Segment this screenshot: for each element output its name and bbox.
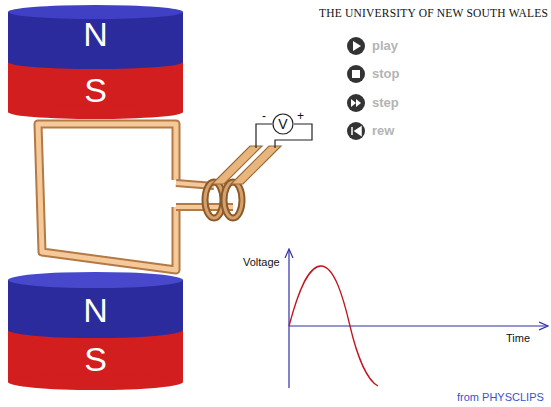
magnet-pole-band: S — [8, 66, 183, 114]
button-label: stop — [372, 67, 399, 80]
axis-label: Voltage — [243, 257, 280, 268]
magnet-pole-band: N — [8, 290, 183, 330]
terminal-sign: - — [262, 110, 266, 122]
axis-label: Time — [506, 333, 530, 344]
button-label: step — [372, 96, 399, 109]
magnet-pole-band: S — [8, 336, 183, 382]
pole-letter: S — [84, 342, 107, 376]
title-text: THE UNIVERSITY OF NEW SOUTH WALES — [319, 8, 548, 20]
meter-symbol: V — [278, 117, 287, 131]
button-label: play — [372, 39, 398, 52]
top-magnet — [8, 5, 183, 119]
slip-rings — [205, 182, 242, 218]
magnet-pole-band: N — [8, 8, 183, 60]
voltmeter-circle: V — [272, 113, 294, 135]
voltage-curve — [289, 266, 378, 386]
pole-letter: S — [84, 73, 107, 107]
control-buttons — [347, 37, 365, 140]
brushes — [212, 146, 281, 184]
bottom-magnet — [8, 272, 183, 390]
button-label: rew — [372, 124, 394, 137]
pole-letter: N — [83, 293, 108, 327]
pole-letter: N — [83, 17, 108, 51]
credit-text: from PHYSCLIPS — [457, 392, 544, 403]
terminal-sign: + — [297, 110, 304, 122]
graph-axes — [289, 250, 547, 388]
coil-loop — [38, 124, 233, 270]
